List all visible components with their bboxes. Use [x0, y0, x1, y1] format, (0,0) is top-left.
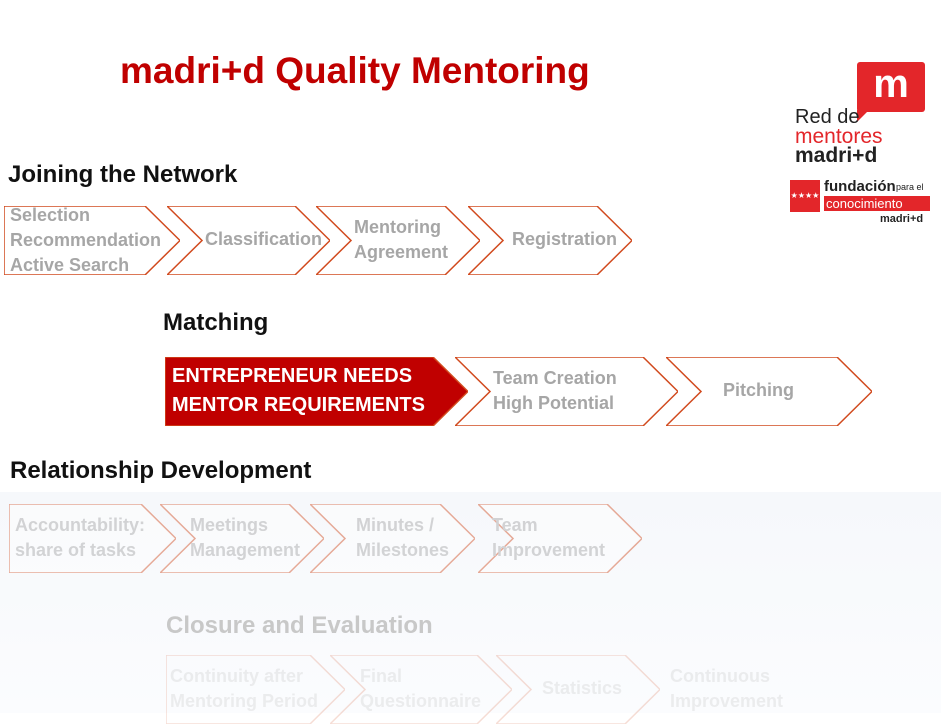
process-step[interactable]: Selection Recommendation Active Search — [4, 205, 180, 275]
chevron-shape — [316, 206, 480, 275]
chevron-shape — [4, 206, 180, 275]
step-label: Minutes / Milestones — [356, 515, 450, 560]
chevron-shape — [455, 357, 678, 426]
chevron-shape — [330, 655, 512, 724]
step-label: Continuous Improvement — [670, 666, 784, 711]
fundacion-logo: ★★★★ fundación para el conocimiento madr… — [790, 178, 935, 228]
process-step[interactable]: Continuity after Mentoring Period — [166, 655, 345, 724]
chevron-shape — [9, 504, 176, 573]
step-label: Continuity after Mentoring Period — [170, 666, 318, 711]
section-heading: Relationship Development — [10, 457, 312, 484]
step-label: ENTREPRENEUR NEEDS MENTOR REQUIREMENTS — [172, 365, 425, 416]
step-label: Mentoring Agreement — [354, 217, 449, 262]
step-label: Classification — [205, 229, 323, 249]
logo-line: Red de — [795, 106, 860, 128]
step-label: Accountability: share of tasks — [15, 515, 146, 560]
logo-line: mentores — [795, 125, 883, 148]
step-label: Registration — [512, 229, 618, 249]
logo-line: fundación — [824, 178, 896, 195]
process-step[interactable]: Meetings Management — [160, 504, 324, 573]
process-step[interactable]: Continuous Improvement — [660, 655, 840, 724]
process-step[interactable]: Statistics — [496, 655, 660, 724]
section-heading: Closure and Evaluation — [166, 612, 433, 639]
process-step[interactable]: Minutes / Milestones — [310, 504, 475, 573]
stars-flag-icon: ★★★★ — [790, 180, 820, 212]
chevron-shape — [166, 655, 345, 724]
step-label: Team Improvement — [492, 515, 606, 560]
chevron-shape — [165, 357, 468, 426]
faded-background — [0, 492, 941, 713]
chevron-shape — [468, 206, 632, 275]
chevron-shape — [310, 504, 475, 573]
process-step[interactable]: Classification — [167, 206, 330, 275]
logo-line: conocimiento — [824, 196, 930, 211]
step-label: Statistics — [542, 678, 623, 698]
process-step[interactable]: Mentoring Agreement — [316, 206, 480, 275]
step-label: Pitching — [723, 380, 794, 400]
process-step[interactable]: Team Improvement — [478, 504, 642, 573]
process-step[interactable]: Registration — [468, 206, 632, 275]
red-mentores-logo: m Red de mentores madri+d — [795, 62, 930, 167]
section-heading: Matching — [163, 309, 269, 336]
process-step[interactable]: Pitching — [666, 357, 872, 426]
page-title: madri+d Quality Mentoring — [120, 50, 590, 91]
step-label: Meetings Management — [190, 515, 301, 560]
logo-line: madri+d — [880, 213, 924, 225]
speech-bubble-icon: m — [857, 62, 925, 112]
section-heading: Joining the Network — [8, 161, 238, 188]
step-label: Team Creation High Potential — [493, 368, 617, 413]
chevron-shape — [160, 504, 324, 573]
process-step[interactable]: Accountability: share of tasks — [9, 504, 176, 573]
process-step[interactable]: Final Questionnaire — [330, 655, 512, 724]
process-step[interactable]: ENTREPRENEUR NEEDS MENTOR REQUIREMENTS — [165, 357, 468, 426]
step-label: Selection Recommendation Active Search — [10, 205, 162, 275]
chevron-shape — [496, 655, 660, 724]
chevron-shape — [478, 504, 642, 573]
process-step[interactable]: Team Creation High Potential — [455, 357, 678, 426]
chevron-shape — [666, 357, 872, 426]
logo-line: madri+d — [795, 144, 878, 167]
logo-line: para el — [896, 182, 924, 192]
step-label: Final Questionnaire — [360, 666, 482, 711]
chevron-shape — [167, 206, 330, 275]
